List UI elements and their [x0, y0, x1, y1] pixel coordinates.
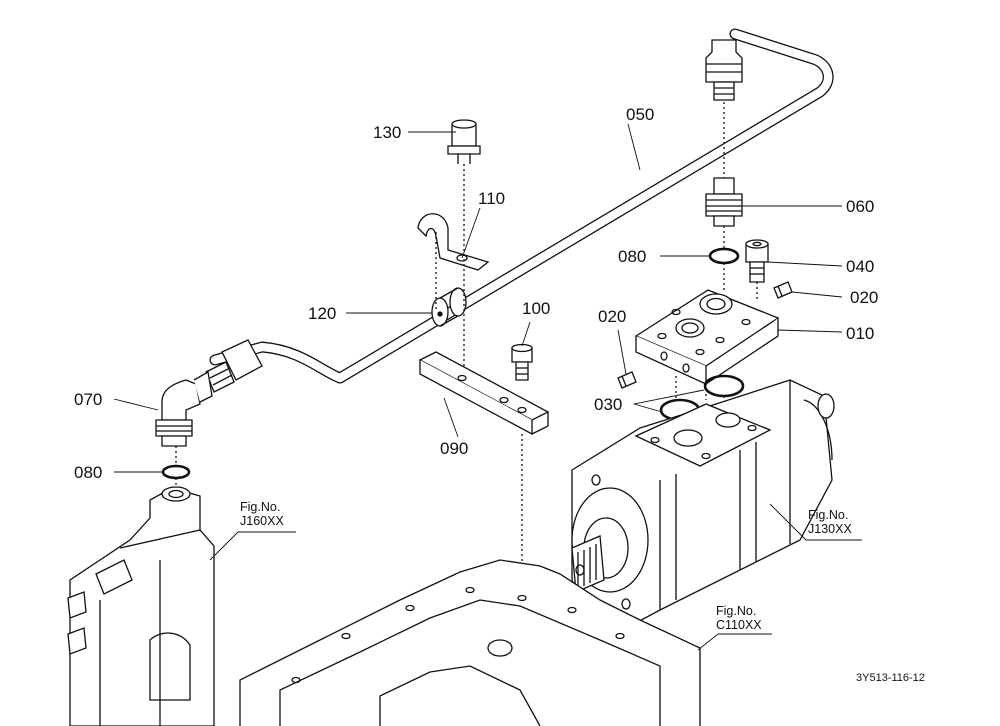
part-label-040: 040 — [846, 257, 875, 276]
part-label-030: 030 — [594, 395, 623, 414]
fitting-060 — [706, 178, 742, 248]
part-label-020-left: 020 — [598, 307, 627, 326]
ref-j130-line1: Fig.No. — [808, 508, 849, 522]
set-screw-020-left — [618, 372, 636, 388]
part-label-080-left: 080 — [74, 463, 103, 482]
ref-c110: Fig.No. C110XX — [716, 604, 762, 632]
part-label-010: 010 — [846, 324, 875, 343]
ref-j160-line1: Fig.No. — [240, 500, 281, 514]
bracket-110 — [418, 214, 488, 270]
pipe-top-fitting — [706, 40, 742, 100]
drawing-code: 3Y513-116-12 — [856, 672, 925, 684]
elbow-070 — [156, 372, 212, 446]
ref-c110-line1: Fig.No. — [716, 604, 757, 618]
part-label-060: 060 — [846, 197, 875, 216]
clamp-120 — [432, 288, 466, 326]
o-ring-030-upper — [705, 376, 743, 396]
part-label-050: 050 — [626, 105, 655, 124]
part-label-100: 100 — [522, 299, 551, 318]
bolt-040 — [746, 240, 768, 300]
block-010 — [636, 290, 778, 400]
part-label-130: 130 — [373, 123, 402, 142]
o-ring-080-left — [163, 466, 189, 478]
bolt-130 — [436, 120, 480, 370]
part-label-110: 110 — [478, 189, 506, 208]
part-label-080-right: 080 — [618, 247, 647, 266]
pipe-050 — [215, 34, 828, 378]
hydraulic-pump — [572, 380, 834, 626]
part-label-090: 090 — [440, 439, 469, 458]
part-label-070: 070 — [74, 390, 103, 409]
pipe-left-fitting — [206, 340, 262, 392]
control-valve — [68, 487, 214, 726]
transmission-case — [240, 560, 700, 726]
o-ring-080-right — [710, 249, 738, 263]
ref-j160-line2: J160XX — [240, 514, 284, 528]
ref-j130-line2: J130XX — [808, 522, 852, 536]
part-label-020-right: 020 — [850, 288, 879, 307]
screw-100 — [512, 345, 532, 381]
ref-j130: Fig.No. J130XX — [808, 508, 852, 536]
ref-c110-line2: C110XX — [716, 618, 762, 632]
set-screw-020-right — [774, 282, 792, 298]
leader-lines — [114, 124, 862, 650]
ref-j160: Fig.No. J160XX — [240, 500, 284, 528]
part-label-120: 120 — [308, 304, 337, 323]
plate-090 — [420, 352, 548, 598]
